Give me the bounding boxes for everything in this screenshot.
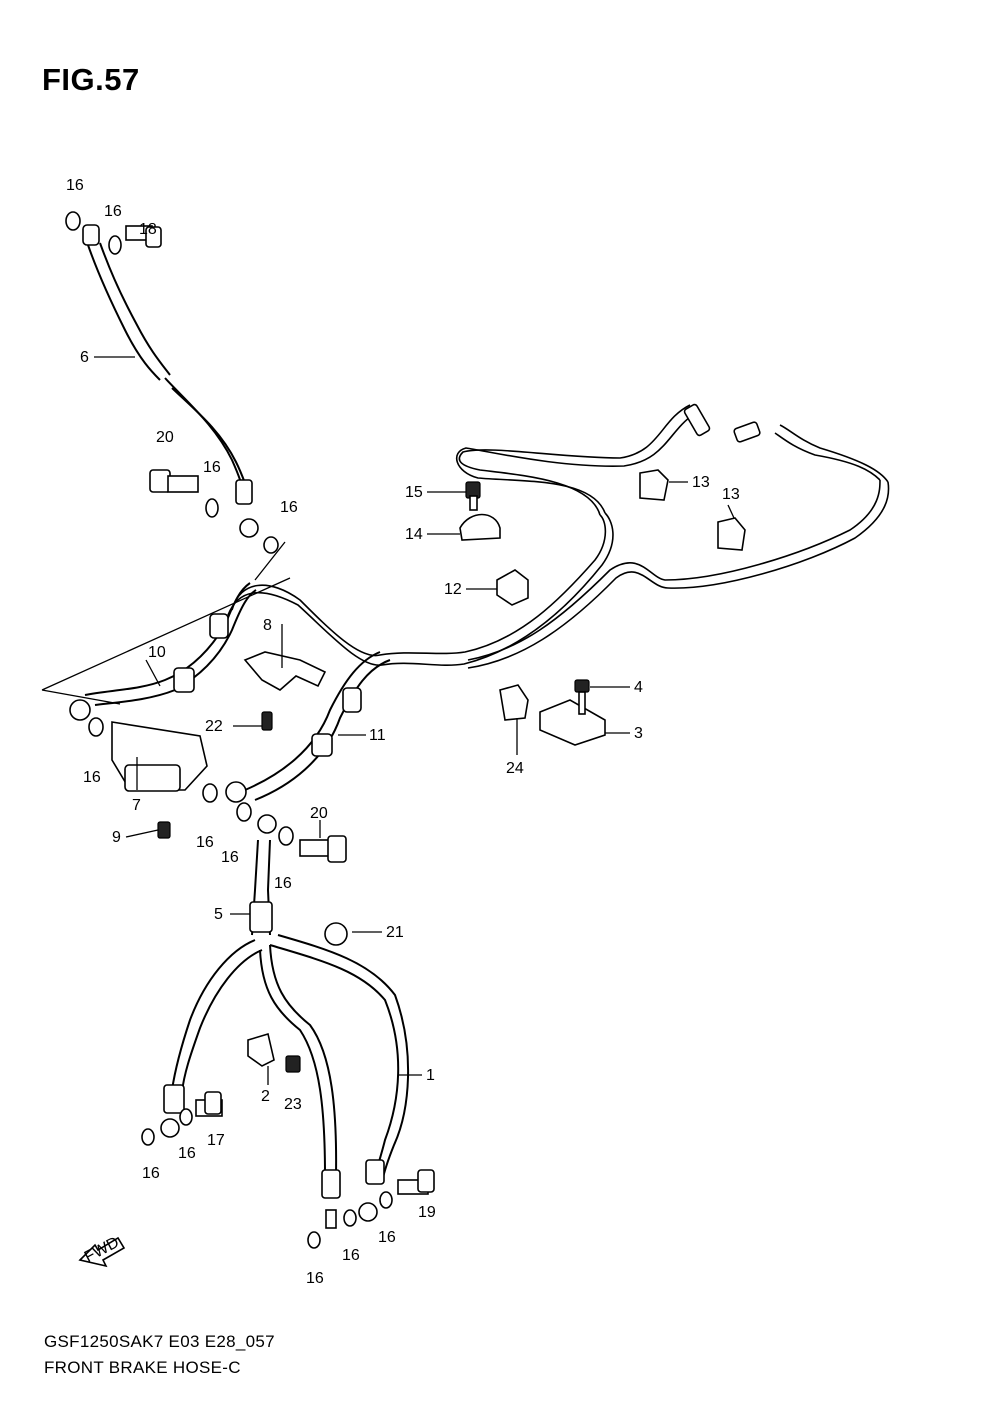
brake-hose-6 bbox=[87, 242, 259, 538]
clamp-24-and-bracket-3 bbox=[499, 679, 606, 746]
callout-21: 21 bbox=[386, 924, 404, 941]
callout-5: 5 bbox=[214, 906, 223, 923]
callout-10: 10 bbox=[148, 644, 166, 661]
callout-12: 12 bbox=[444, 581, 462, 598]
brake-hose-10 bbox=[69, 582, 257, 737]
bracket-8 bbox=[243, 651, 327, 731]
callout-16: 16 bbox=[221, 849, 239, 866]
washers-16-lower bbox=[141, 1108, 393, 1249]
clamp-13-upper bbox=[639, 469, 669, 501]
callout-13: 13 bbox=[722, 486, 740, 503]
callout-16: 16 bbox=[142, 1165, 160, 1182]
bracket-2 bbox=[247, 1032, 301, 1073]
callout-8: 8 bbox=[263, 617, 272, 634]
callout-7: 7 bbox=[132, 797, 141, 814]
joint-7 bbox=[111, 721, 208, 839]
brake-hose-1 bbox=[269, 934, 410, 1222]
figure-title: FIG.57 bbox=[42, 62, 140, 97]
callout-4: 4 bbox=[634, 679, 643, 696]
callout-16: 16 bbox=[104, 203, 122, 220]
callout-3: 3 bbox=[634, 725, 643, 742]
brake-hose-lower-center bbox=[259, 944, 341, 1229]
callout-15: 15 bbox=[405, 484, 423, 501]
fwd-arrow-icon: FWD bbox=[78, 1234, 126, 1268]
callout-23: 23 bbox=[284, 1096, 302, 1113]
callout-2: 2 bbox=[261, 1088, 270, 1105]
callout-14: 14 bbox=[405, 526, 423, 543]
callout-16: 16 bbox=[178, 1145, 196, 1162]
callout-16: 16 bbox=[83, 769, 101, 786]
brake-hose-5 bbox=[249, 814, 294, 936]
callout-6: 6 bbox=[80, 349, 89, 366]
callout-1: 1 bbox=[426, 1067, 435, 1084]
union-bolt-20-upper bbox=[149, 469, 279, 554]
callout-20: 20 bbox=[156, 429, 174, 446]
callout-16: 16 bbox=[280, 499, 298, 516]
callout-16: 16 bbox=[203, 459, 221, 476]
bolt-15 bbox=[465, 481, 481, 511]
brake-pipe-assembly bbox=[227, 403, 890, 669]
callout-9: 9 bbox=[112, 829, 121, 846]
callout-17: 17 bbox=[207, 1132, 225, 1149]
leader-lines bbox=[94, 356, 735, 1085]
clamp-13-lower bbox=[717, 517, 746, 551]
section-name: FRONT BRAKE HOSE-C bbox=[44, 1358, 241, 1377]
callout-19: 19 bbox=[418, 1204, 436, 1221]
union-bolt-18 bbox=[125, 225, 162, 248]
callout-16: 16 bbox=[66, 177, 84, 194]
hose-clamp-21 bbox=[324, 922, 348, 946]
callout-16: 16 bbox=[196, 834, 214, 851]
union-bolt-20-lower bbox=[299, 835, 347, 863]
callout-labels: 16 16 18 6 20 16 16 15 14 13 13 12 8 10 … bbox=[66, 177, 740, 1287]
callout-24: 24 bbox=[506, 760, 524, 777]
brake-hose-11 bbox=[202, 651, 391, 822]
union-bolt-17 bbox=[195, 1091, 223, 1117]
union-bolt-19 bbox=[397, 1169, 435, 1195]
washer-16-top bbox=[65, 211, 122, 255]
callout-16: 16 bbox=[378, 1229, 396, 1246]
callout-13: 13 bbox=[692, 474, 710, 491]
grommet-12 bbox=[496, 569, 529, 606]
brake-hose-lower-left bbox=[160, 939, 263, 1138]
callout-16: 16 bbox=[274, 875, 292, 892]
callout-22: 22 bbox=[205, 718, 223, 735]
callout-20: 20 bbox=[310, 805, 328, 822]
callout-18: 18 bbox=[139, 221, 157, 238]
callout-16: 16 bbox=[342, 1247, 360, 1264]
callout-16: 16 bbox=[306, 1270, 324, 1287]
clamp-14 bbox=[459, 513, 501, 541]
model-code: GSF1250SAK7 E03 E28_057 bbox=[44, 1332, 275, 1351]
callout-11: 11 bbox=[369, 727, 386, 744]
